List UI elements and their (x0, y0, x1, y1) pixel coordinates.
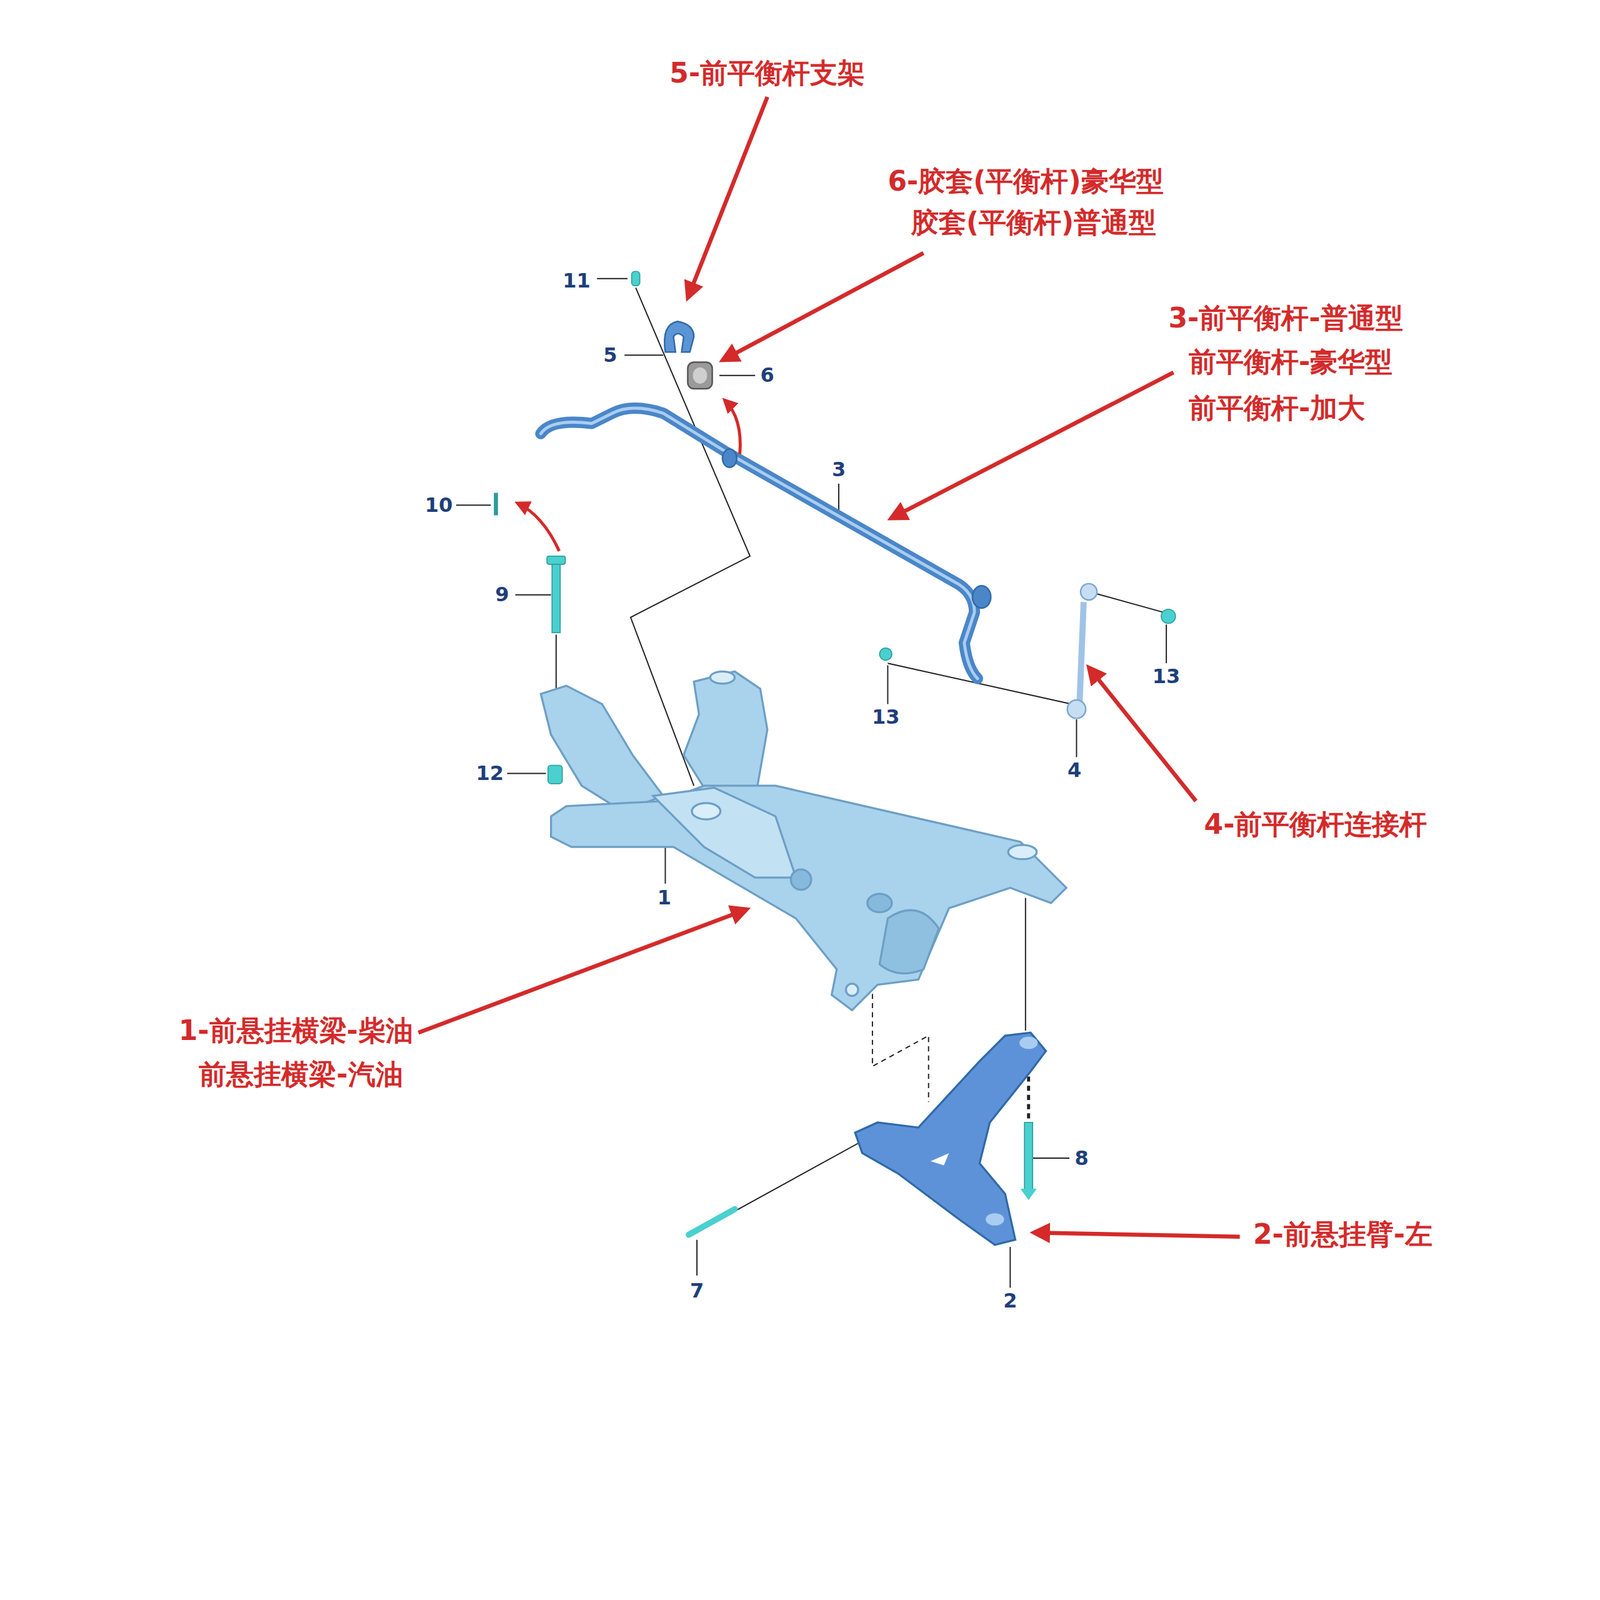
leader-lines-part (665, 846, 667, 884)
part-name: 2-前悬挂臂-左 (1253, 1218, 1433, 1251)
leader-lines-part (506, 773, 546, 775)
part-name: 胶套(平衡杆)普通型 (911, 206, 1157, 239)
subframe (540, 671, 1067, 1010)
callout-arrows-part (517, 503, 560, 552)
control-arm-part (1020, 1188, 1037, 1200)
subframe-part (867, 893, 892, 912)
part-name: 4-前平衡杆连接杆 (1204, 808, 1428, 841)
callout-number: 1 (657, 886, 672, 910)
callout-arrows-part (724, 400, 740, 455)
stabilizer-link (879, 583, 1175, 719)
part-name: 前悬挂横梁-汽油 (198, 1058, 403, 1091)
part-name: 前平衡杆-加大 (1188, 392, 1365, 425)
stabilizer-bar-part (540, 408, 978, 679)
leader-lines-part (1009, 1246, 1011, 1288)
control-arm (688, 1032, 1046, 1245)
leader-lines-part (714, 1132, 878, 1223)
subframe-part (790, 869, 812, 890)
part-name: 5-前平衡杆支架 (669, 57, 865, 90)
stabilizer-bar-part (540, 408, 978, 679)
leader-lines-part (1096, 593, 1164, 612)
leader-lines-part (886, 665, 889, 704)
fasteners (493, 493, 565, 784)
leader-lines-part (1165, 624, 1167, 664)
leader-lines-part (515, 594, 551, 596)
callout-arrows (418, 96, 1240, 1237)
stabilizer-link-part (1067, 700, 1086, 719)
control-arm-part (1019, 1036, 1038, 1050)
fasteners-part (551, 561, 560, 633)
callout-arrows-part (722, 253, 924, 360)
control-arm-part (688, 1209, 735, 1235)
leader-lines-part (872, 985, 929, 1103)
bracket-bushing-part (631, 271, 640, 286)
leader-lines-part (696, 1240, 698, 1276)
stabilizer-link-part (879, 648, 892, 661)
part-name: 1-前悬挂横梁-柴油 (178, 1015, 414, 1047)
leader-lines-part (596, 278, 628, 280)
callout-arrows-part (687, 96, 767, 299)
subframe-part (879, 910, 939, 974)
subframe-part (691, 803, 721, 820)
leader-lines-part (1026, 1076, 1030, 1120)
part-name: 前平衡杆-豪华型 (1188, 346, 1393, 379)
fasteners-part (493, 493, 499, 516)
bracket-bushing-part (664, 321, 694, 352)
callout-number: 3 (831, 458, 846, 482)
callout-number: 13 (1152, 665, 1181, 689)
callout-number: 11 (562, 269, 591, 293)
callout-number: 9 (495, 583, 509, 607)
callout-arrows-part (1033, 1232, 1240, 1237)
callout-number: 2 (1003, 1289, 1017, 1313)
fasteners-part (546, 556, 565, 565)
subframe-part (683, 671, 768, 788)
callout-number: 7 (690, 1279, 704, 1303)
subframe-part (551, 785, 1067, 1010)
leader-lines-part (1075, 719, 1077, 757)
control-arm-part (985, 1213, 1004, 1226)
bracket-bushing-part (693, 367, 708, 384)
control-arm-part (855, 1032, 1046, 1245)
callout-number: 5 (603, 343, 617, 367)
callout-number: 12 (475, 761, 504, 785)
callout-number: 10 (425, 493, 454, 517)
control-arm-part (1024, 1122, 1033, 1192)
fasteners-part (548, 765, 563, 784)
leader-lines-part (1025, 898, 1027, 1031)
callout-number: 6 (760, 363, 775, 387)
leader-lines-part (719, 375, 755, 377)
callout-number: 13 (871, 705, 900, 729)
stabilizer-link-part (1161, 609, 1176, 624)
subframe-part (653, 787, 797, 878)
stabilizer-bar-part (972, 585, 991, 609)
subframe-part (845, 983, 859, 997)
leader-lines-part (456, 504, 492, 506)
leader-lines-part (624, 354, 664, 356)
part-name: 6-胶套(平衡杆)豪华型 (887, 165, 1164, 198)
callout-number: 4 (1067, 758, 1082, 782)
subframe-part (540, 685, 664, 812)
callout-number: 8 (1074, 1146, 1089, 1170)
subframe-part (1008, 845, 1037, 860)
bracket-bushing (631, 271, 713, 389)
stabilizer-bar-part (722, 448, 737, 467)
control-arm-part (930, 1153, 949, 1166)
callout-arrows-part (890, 372, 1174, 519)
stabilizer-link-part (1080, 583, 1097, 600)
stabilizer-bar (540, 408, 991, 679)
leader-lines-part (1032, 1157, 1070, 1159)
subframe-part (710, 671, 735, 684)
stabilizer-link-part (1079, 601, 1084, 702)
part-name: 3-前平衡杆-普通型 (1168, 302, 1403, 335)
bracket-bushing-part (687, 362, 712, 389)
callout-arrows-part (418, 909, 747, 1034)
